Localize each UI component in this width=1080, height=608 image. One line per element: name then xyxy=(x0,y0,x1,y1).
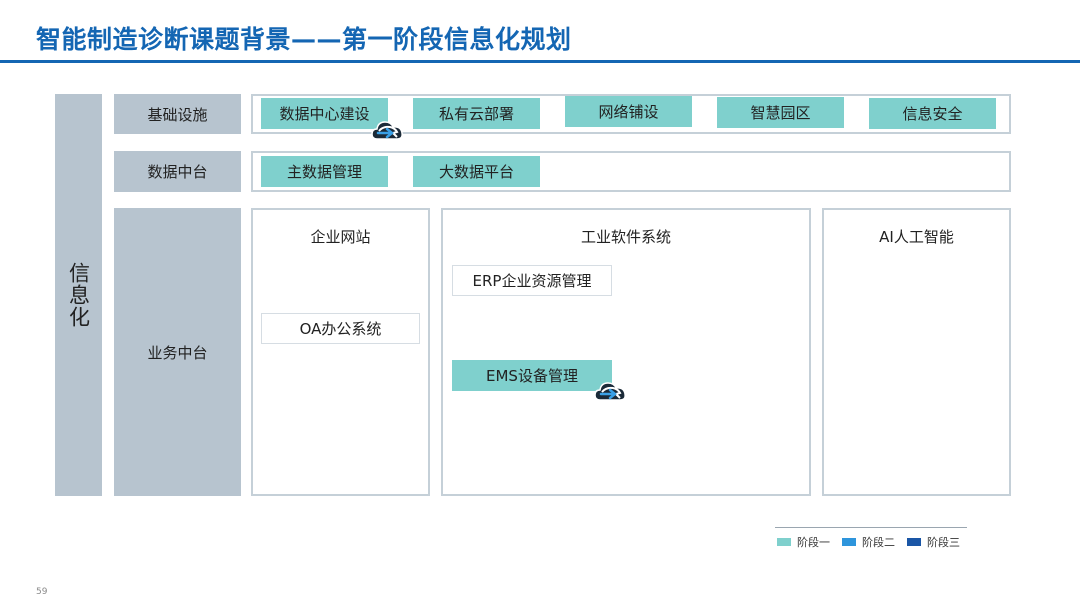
legend-divider xyxy=(775,527,967,528)
chip-smart-park[interactable]: 智慧园区 xyxy=(717,97,844,128)
legend-label: 阶段二 xyxy=(862,536,895,549)
chip-network[interactable]: 网络铺设 xyxy=(565,96,692,127)
column-industrial-software xyxy=(441,208,811,496)
legend-swatch xyxy=(907,538,921,546)
row-label-data-platform: 数据中台 xyxy=(114,151,241,192)
row-label-business-platform: 业务中台 xyxy=(114,208,241,496)
side-label-text: 信息化 xyxy=(66,262,91,328)
legend-label: 阶段一 xyxy=(797,536,830,549)
column-title-enterprise-web: 企业网站 xyxy=(310,228,371,246)
chip-ems[interactable]: EMS设备管理 xyxy=(452,360,612,391)
legend-item-stage-2: 阶段二 xyxy=(842,534,895,550)
column-ai xyxy=(822,208,1011,496)
chip-big-data[interactable]: 大数据平台 xyxy=(413,156,540,187)
chip-erp[interactable]: ERP企业资源管理 xyxy=(452,265,612,296)
page-number: 59 xyxy=(36,587,48,597)
legend: 阶段一 阶段二 阶段三 xyxy=(777,534,960,550)
chip-data-center[interactable]: 数据中心建设 xyxy=(261,98,388,129)
legend-swatch xyxy=(777,538,791,546)
chip-oa-system[interactable]: OA办公系统 xyxy=(261,313,420,344)
side-label-informatization: 信息化 xyxy=(55,94,102,496)
chip-private-cloud[interactable]: 私有云部署 xyxy=(413,98,540,129)
chip-master-data[interactable]: 主数据管理 xyxy=(261,156,388,187)
chip-info-security[interactable]: 信息安全 xyxy=(869,98,996,129)
cloud-arrow-icon xyxy=(594,382,626,401)
column-title-industrial-software: 工业软件系统 xyxy=(580,228,671,246)
legend-swatch xyxy=(842,538,856,546)
column-title-ai: AI人工智能 xyxy=(879,228,954,246)
row-label-infrastructure: 基础设施 xyxy=(114,94,241,134)
legend-item-stage-1: 阶段一 xyxy=(777,534,830,550)
title-underline xyxy=(0,60,1080,63)
page-title: 智能制造诊断课题背景——第一阶段信息化规划 xyxy=(36,25,572,54)
legend-item-stage-3: 阶段三 xyxy=(907,534,960,550)
legend-label: 阶段三 xyxy=(927,536,960,549)
cloud-arrow-icon xyxy=(371,121,403,140)
column-enterprise-web xyxy=(251,208,430,496)
